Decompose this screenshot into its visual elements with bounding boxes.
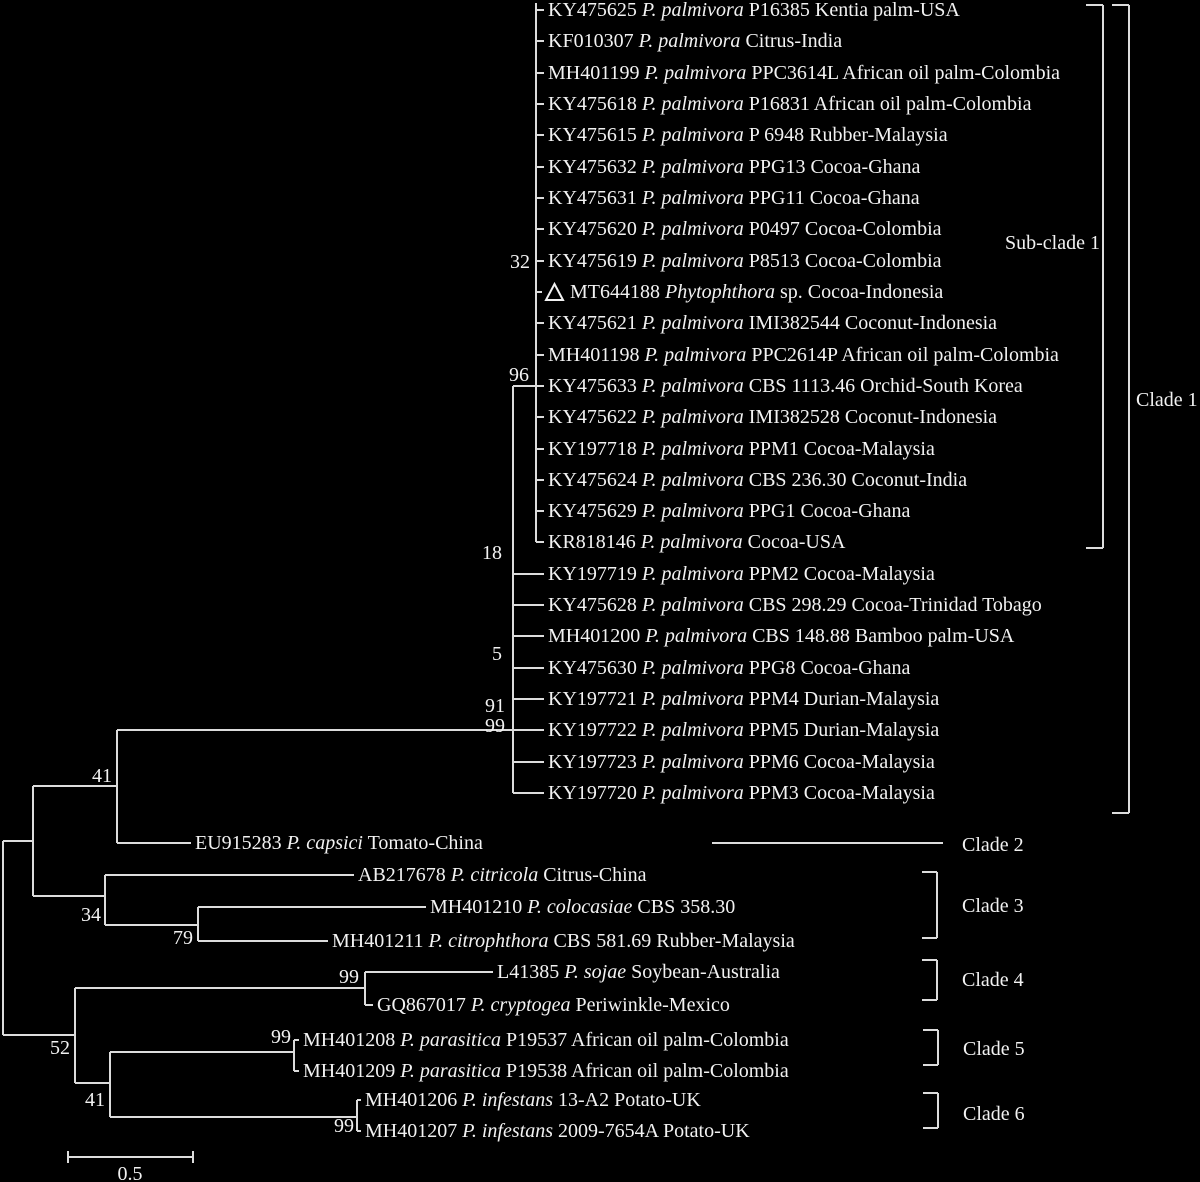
taxon-label: MH401198 P. palmivora PPC2614P African o… (548, 344, 1059, 366)
clade-label: Clade 5 (963, 1038, 1025, 1060)
taxon-label: MH401209 P. parasitica P19538 African oi… (303, 1060, 789, 1082)
bootstrap-value: 41 (92, 765, 112, 787)
bootstrap-value: 99 (485, 715, 505, 737)
taxon-label: KY475629 P. palmivora PPG1 Cocoa-Ghana (548, 500, 911, 522)
taxon-label: MT644188 Phytophthora sp. Cocoa-Indonesi… (570, 281, 943, 303)
bootstrap-value: 32 (510, 251, 530, 273)
taxon-label: KY197719 P. palmivora PPM2 Cocoa-Malaysi… (548, 563, 935, 585)
clade-label: Clade 3 (962, 895, 1024, 917)
clade-label: Clade 1 (1136, 389, 1198, 411)
bootstrap-value: 91 (485, 695, 505, 717)
taxon-label: KY197723 P. palmivora PPM6 Cocoa-Malaysi… (548, 751, 935, 773)
taxon-label: KY475621 P. palmivora IMI382544 Coconut-… (548, 312, 997, 334)
clade-label: Clade 2 (962, 834, 1024, 856)
taxon-label: KY475619 P. palmivora P8513 Cocoa-Colomb… (548, 250, 942, 272)
clade-label: Clade 4 (962, 969, 1024, 991)
taxon-label: MH401200 P. palmivora CBS 148.88 Bamboo … (548, 625, 1015, 647)
taxon-label: KY475633 P. palmivora CBS 1113.46 Orchid… (548, 375, 1023, 397)
taxon-label: GQ867017 P. cryptogea Periwinkle-Mexico (377, 994, 730, 1016)
taxon-label: KY475625 P. palmivora P16385 Kentia palm… (548, 0, 960, 21)
clade-label: Sub-clade 1 (1005, 232, 1100, 254)
taxon-label: KY475631 P. palmivora PPG11 Cocoa-Ghana (548, 187, 920, 209)
taxon-label: KF010307 P. palmivora Citrus-India (548, 30, 842, 52)
taxon-label: KY475630 P. palmivora PPG8 Cocoa-Ghana (548, 657, 911, 679)
taxon-label: KY475624 P. palmivora CBS 236.30 Coconut… (548, 469, 967, 491)
taxon-label: KR818146 P. palmivora Cocoa-USA (548, 531, 846, 553)
taxon-label: KY475615 P. palmivora P 6948 Rubber-Mala… (548, 124, 948, 146)
triangle-marker-icon (544, 281, 565, 301)
taxon-label: MH401208 P. parasitica P19537 African oi… (303, 1029, 789, 1051)
bootstrap-value: 41 (85, 1089, 105, 1111)
taxon-label: L41385 P. sojae Soybean-Australia (497, 961, 780, 983)
taxon-label: KY475620 P. palmivora P0497 Cocoa-Colomb… (548, 218, 942, 240)
taxon-label: MH401207 P. infestans 2009-7654A Potato-… (365, 1120, 750, 1142)
bootstrap-value: 34 (81, 904, 101, 926)
bootstrap-value: 99 (339, 966, 359, 988)
bootstrap-value: 18 (482, 542, 502, 564)
scale-bar-label: 0.5 (118, 1163, 143, 1182)
clade-label: Clade 6 (963, 1103, 1025, 1125)
taxon-label: KY197720 P. palmivora PPM3 Cocoa-Malaysi… (548, 782, 935, 804)
taxon-label: AB217678 P. citricola Citrus-China (358, 864, 647, 886)
bootstrap-value: 79 (173, 927, 193, 949)
taxon-label: KY197722 P. palmivora PPM5 Durian-Malays… (548, 719, 939, 741)
bootstrap-value: 99 (271, 1026, 291, 1048)
taxon-label: MH401211 P. citrophthora CBS 581.69 Rubb… (332, 930, 795, 952)
taxon-label: KY475628 P. palmivora CBS 298.29 Cocoa-T… (548, 594, 1042, 616)
taxon-label: KY475618 P. palmivora P16831 African oil… (548, 93, 1032, 115)
taxon-label: MH401206 P. infestans 13-A2 Potato-UK (365, 1089, 701, 1111)
bootstrap-value: 99 (334, 1115, 354, 1137)
bootstrap-value: 5 (492, 643, 502, 665)
taxon-label: MH401210 P. colocasiae CBS 358.30 (430, 896, 735, 918)
taxon-label: KY197721 P. palmivora PPM4 Durian-Malays… (548, 688, 939, 710)
taxon-label: KY197718 P. palmivora PPM1 Cocoa-Malaysi… (548, 438, 935, 460)
bootstrap-value: 96 (509, 364, 529, 386)
taxon-label: EU915283 P. capsici Tomato-China (195, 832, 483, 854)
bootstrap-value: 52 (50, 1037, 70, 1059)
taxon-label: KY475632 P. palmivora PPG13 Cocoa-Ghana (548, 156, 921, 178)
taxon-label: KY475622 P. palmivora IMI382528 Coconut-… (548, 406, 997, 428)
taxon-label: MH401199 P. palmivora PPC3614L African o… (548, 62, 1060, 84)
